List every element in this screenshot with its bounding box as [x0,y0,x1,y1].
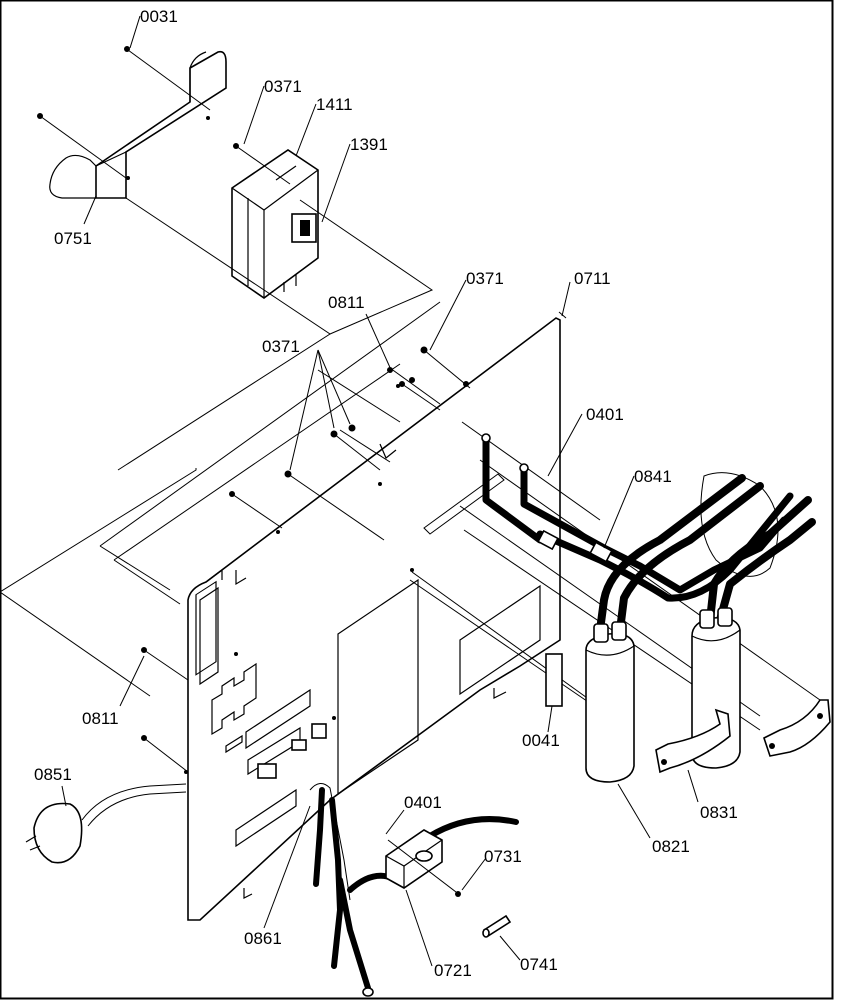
label-0401-top: 0401 [586,405,624,424]
control-board-0711 [184,317,561,921]
label-0371-middle: 0371 [262,337,300,356]
label-0751: 0751 [54,229,92,248]
harness-0841 [481,433,816,634]
label-0831: 0831 [700,803,738,822]
leader-lines [61,15,699,967]
strap-0831 [655,699,831,774]
screws-0811-group [141,367,441,773]
label-0731: 0731 [484,847,522,866]
screw-0371-top-icon [233,143,239,149]
label-0861: 0861 [244,929,282,948]
capacitor-0821 [585,621,635,783]
label-0851: 0851 [34,765,72,784]
label-0811-top: 0811 [328,293,365,312]
transformer-1411 [231,149,319,299]
screw-0731-icon [455,891,461,897]
screw-0031-icon [124,46,130,52]
screw-line-0751 [39,115,127,179]
label-0741: 0741 [520,955,558,974]
label-0811-left: 0811 [82,709,119,728]
terminal-block-0721 [385,829,443,889]
power-cord-0851 [25,783,187,864]
screw-line-0371-top [235,145,291,185]
label-0401-bottom: 0401 [404,793,442,812]
label-0031: 0031 [140,7,178,26]
label-0841: 0841 [634,467,672,486]
harness-0861 [309,783,519,997]
screw-line-0031 [127,49,211,111]
bracket-0751 [49,50,227,199]
fuse-0741 [482,914,512,938]
label-0041: 0041 [522,731,560,750]
label-0821: 0821 [652,837,690,856]
label-0371-right: 0371 [466,269,504,288]
screws-0371-group [229,346,471,541]
part-labels: 0031 0371 1411 1391 0751 0371 0711 0811 … [34,7,738,980]
label-0371-top: 0371 [264,77,302,96]
part-0041 [545,653,563,707]
label-0721: 0721 [434,961,472,980]
label-0711: 0711 [574,269,611,288]
label-1411: 1411 [316,95,353,114]
chassis-outline [0,197,441,697]
screw-0751-icon [37,113,43,119]
screw-line-0731 [387,839,457,893]
label-1391: 1391 [350,135,388,154]
